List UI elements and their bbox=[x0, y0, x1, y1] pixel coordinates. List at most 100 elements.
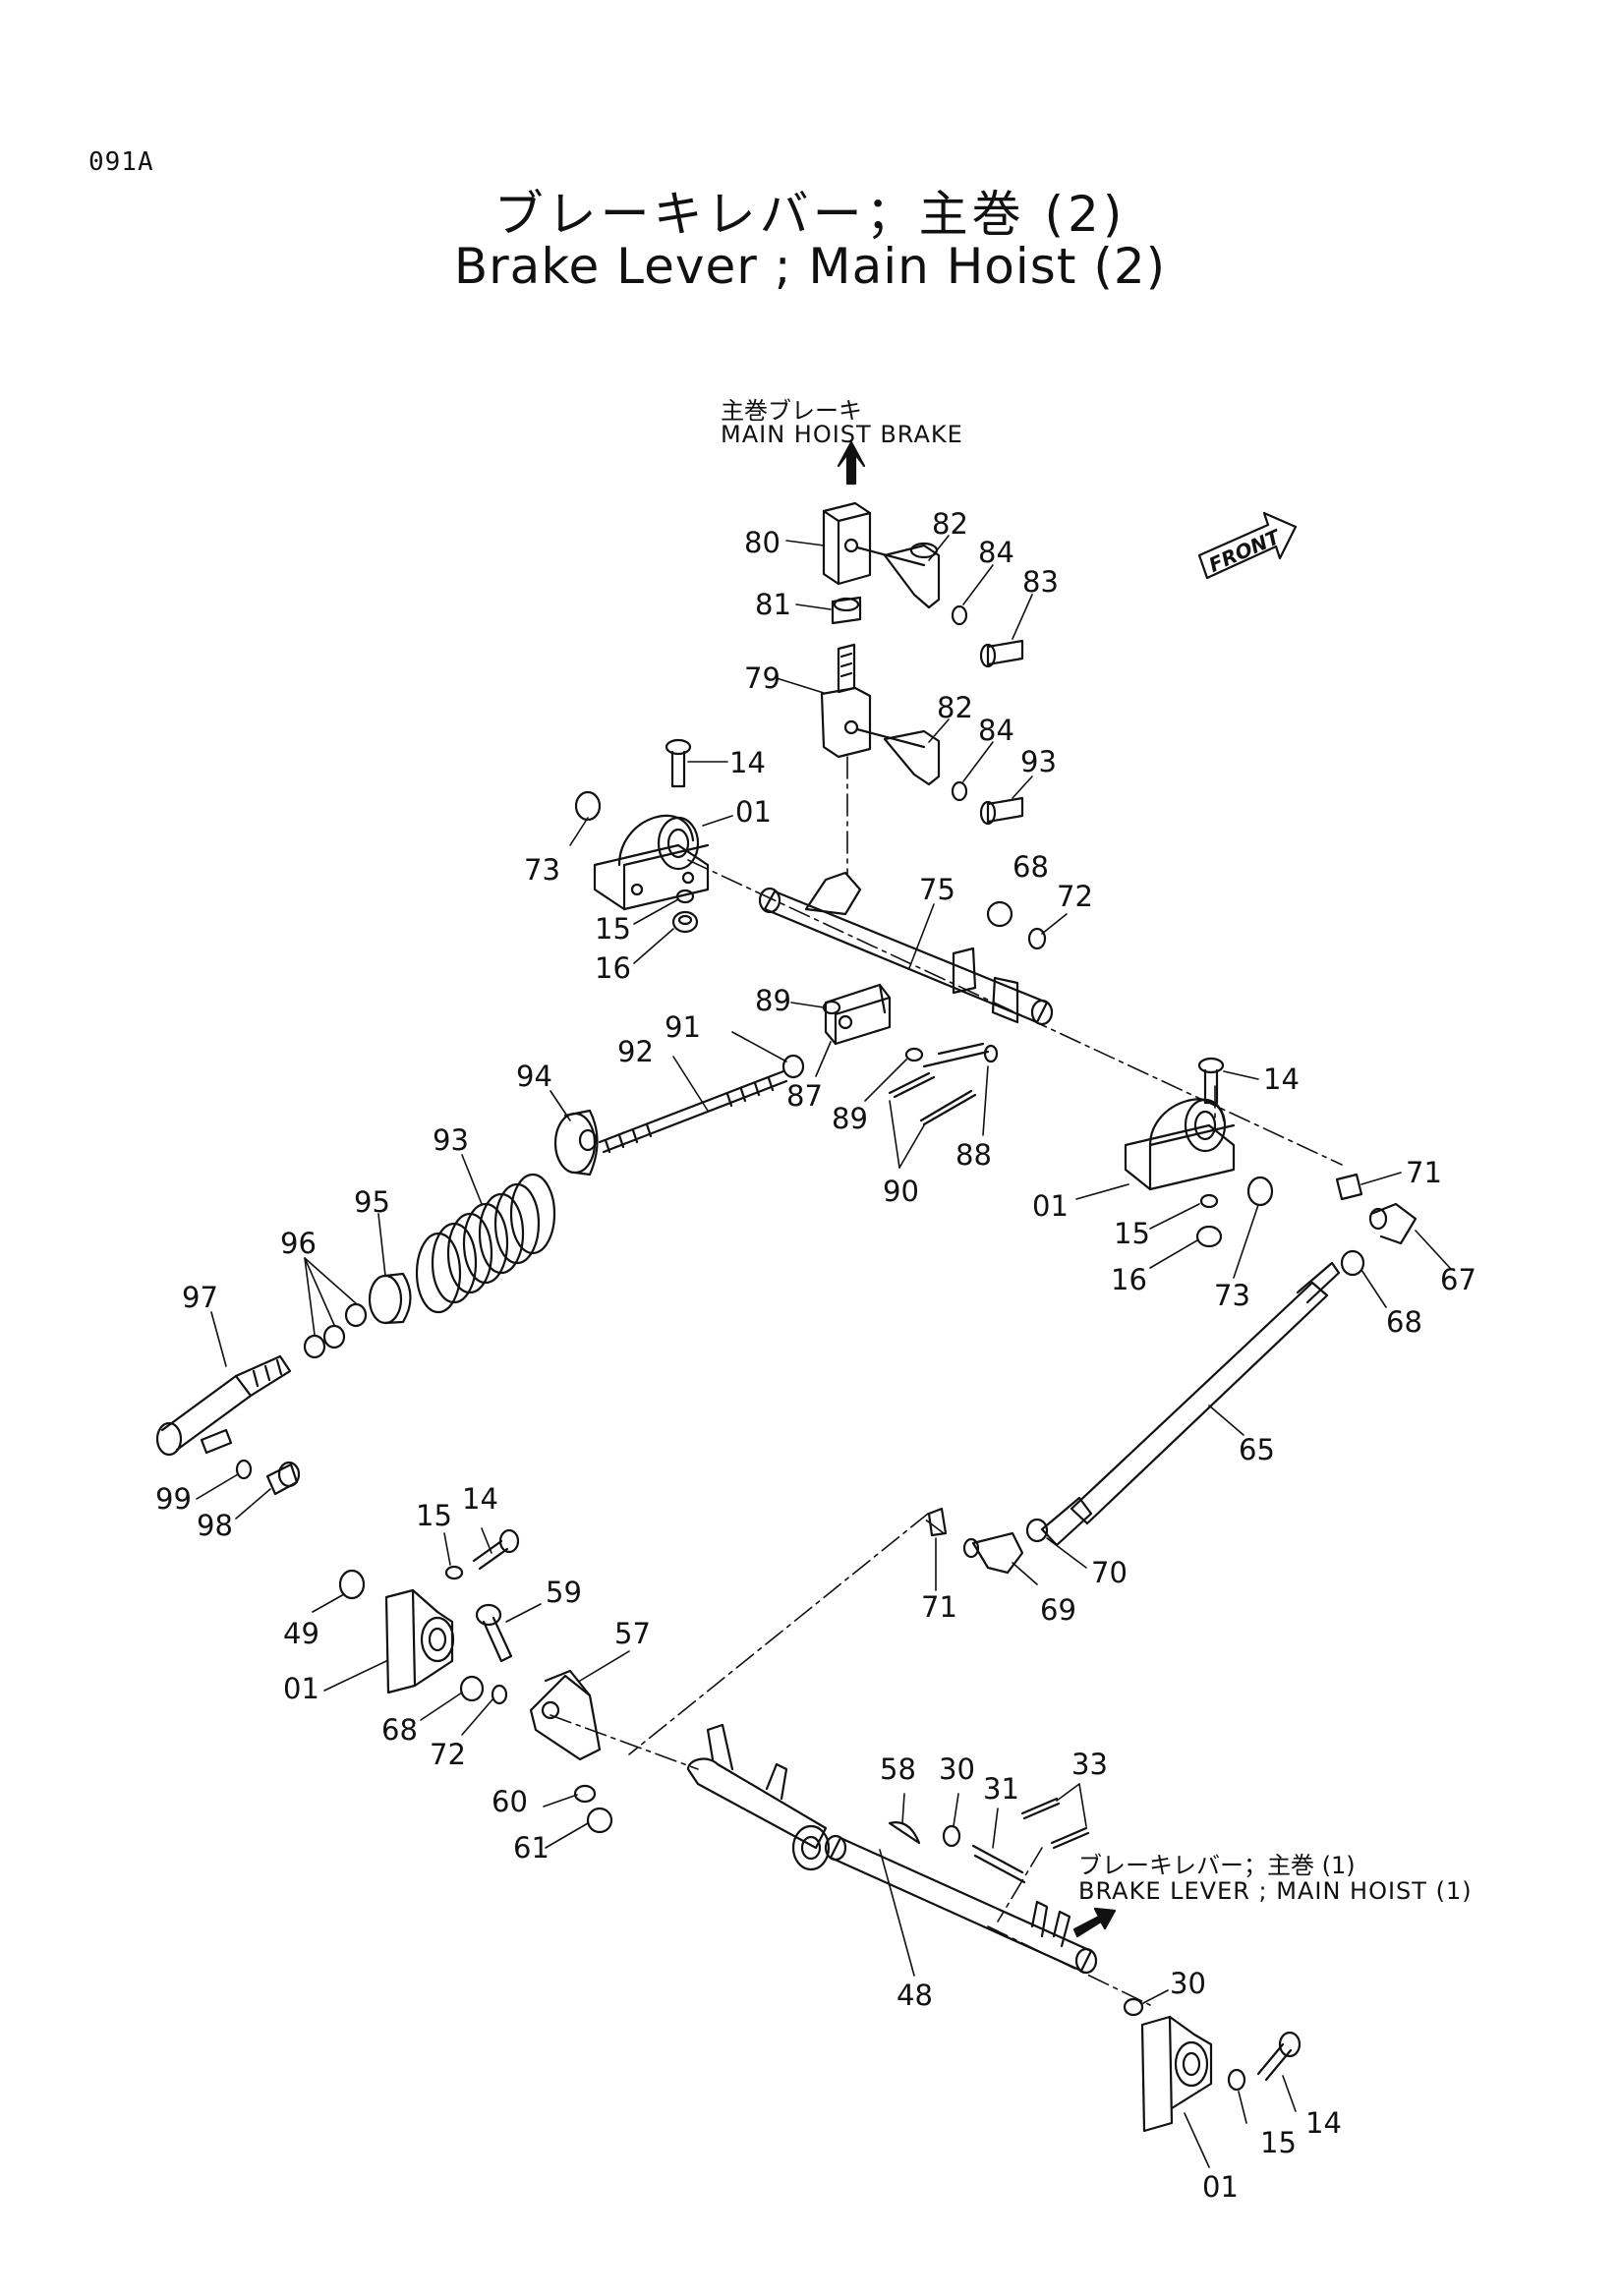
clevis-79 bbox=[820, 643, 926, 759]
snap-ring-84-upper bbox=[951, 604, 968, 626]
pin-31 bbox=[971, 1844, 1026, 1884]
spring-seat-87 bbox=[824, 983, 892, 1046]
washer-15-middle bbox=[1199, 1193, 1219, 1209]
bolt-59 bbox=[475, 1603, 513, 1663]
bolt-14-upper bbox=[665, 738, 692, 788]
callout-73: 73 bbox=[1214, 1279, 1250, 1312]
snap-ring-49 bbox=[338, 1569, 366, 1600]
pin-88 bbox=[922, 1042, 999, 1068]
bolt-14-bottom bbox=[1256, 2031, 1302, 2082]
ref-arrow-icon bbox=[1072, 1907, 1117, 1938]
nut-91 bbox=[781, 1054, 805, 1079]
callout-15: 15 bbox=[416, 1499, 452, 1532]
lever-57 bbox=[529, 1669, 602, 1761]
callout-16: 16 bbox=[595, 951, 631, 985]
assembly-lines bbox=[550, 756, 1343, 2006]
washer-30-lower bbox=[1123, 1997, 1144, 2017]
callout-60: 60 bbox=[492, 1785, 528, 1818]
washer-99 bbox=[235, 1459, 253, 1480]
rod-end-67 bbox=[1368, 1202, 1418, 1245]
snap-ring-73-middle bbox=[1246, 1176, 1274, 1207]
callout-71: 71 bbox=[1406, 1156, 1442, 1189]
callout-67: 67 bbox=[1440, 1263, 1476, 1296]
bolt-83 bbox=[979, 639, 1024, 668]
spring-seat-94 bbox=[553, 1109, 599, 1177]
callout-68: 68 bbox=[1386, 1305, 1422, 1339]
callout-92: 92 bbox=[617, 1035, 654, 1068]
spring-seat-95 bbox=[368, 1272, 412, 1325]
washer-89-lower bbox=[904, 1047, 924, 1062]
callout-33: 33 bbox=[1071, 1748, 1108, 1781]
callout-99: 99 bbox=[155, 1482, 192, 1516]
reference-label-jp: ブレーキレバー；主巻 (1) bbox=[1078, 1852, 1356, 1879]
callout-71: 71 bbox=[921, 1590, 957, 1624]
callout-83: 83 bbox=[1022, 565, 1059, 599]
title-japanese: ブレーキレバー；主巻 (2) bbox=[493, 186, 1127, 243]
washer-15-bottom bbox=[1227, 2068, 1246, 2092]
callout-93: 93 bbox=[433, 1123, 469, 1157]
callout-59: 59 bbox=[546, 1576, 582, 1609]
nut-68-middle bbox=[1340, 1249, 1365, 1277]
main-hoist-brake-label-en: MAIN HOIST BRAKE bbox=[721, 421, 963, 448]
callout-labels: 80 82 84 83 81 79 82 84 93 14 01 73 15 1… bbox=[155, 507, 1476, 2204]
bolt-98 bbox=[265, 1461, 301, 1496]
bearing-block-01-upper bbox=[593, 814, 710, 911]
nut-61 bbox=[586, 1807, 613, 1834]
callout-80: 80 bbox=[744, 526, 781, 559]
bolt-14-middle bbox=[1197, 1057, 1225, 1105]
front-arrow-icon bbox=[1197, 511, 1298, 580]
key-58 bbox=[888, 1821, 921, 1845]
bearing-block-01-middle bbox=[1124, 1098, 1236, 1191]
callout-88: 88 bbox=[955, 1138, 992, 1172]
callout-90: 90 bbox=[883, 1175, 919, 1208]
threaded-rod-92 bbox=[598, 1069, 788, 1154]
bolt-93 bbox=[979, 796, 1024, 826]
callout-69: 69 bbox=[1040, 1593, 1076, 1627]
nut-16-upper bbox=[671, 910, 699, 934]
callout-82: 82 bbox=[932, 507, 968, 541]
callout-72: 72 bbox=[1057, 880, 1093, 913]
pin-82-lower bbox=[883, 729, 941, 786]
rod-65 bbox=[1040, 1261, 1341, 1547]
washer-72-upper bbox=[1027, 927, 1047, 950]
main-hoist-brake-label-jp: 主巻ブレーキ bbox=[721, 397, 862, 425]
clip-71-lower bbox=[927, 1507, 948, 1537]
callout-61: 61 bbox=[513, 1831, 550, 1865]
callout-01: 01 bbox=[1202, 2170, 1239, 2204]
nut-70 bbox=[1025, 1518, 1049, 1543]
callout-15: 15 bbox=[595, 912, 631, 946]
shaft-75 bbox=[758, 871, 1054, 1026]
callout-89: 89 bbox=[755, 984, 791, 1017]
callout-82: 82 bbox=[937, 691, 973, 724]
washer-72-lower bbox=[491, 1684, 508, 1705]
callout-16: 16 bbox=[1111, 1263, 1147, 1296]
callout-84: 84 bbox=[978, 714, 1014, 747]
lever-48 bbox=[686, 1723, 1098, 1975]
callout-30: 30 bbox=[939, 1752, 975, 1786]
callout-68: 68 bbox=[1012, 850, 1049, 884]
title-english: Brake Lever ; Main Hoist (2) bbox=[453, 238, 1167, 295]
nuts-96 bbox=[303, 1302, 368, 1359]
callout-15: 15 bbox=[1260, 2126, 1297, 2159]
callout-73: 73 bbox=[524, 853, 560, 887]
reference-label-en: BRAKE LEVER ; MAIN HOIST (1) bbox=[1078, 1877, 1473, 1905]
cotter-pins-33 bbox=[1020, 1797, 1090, 1850]
pin-82-upper bbox=[883, 542, 941, 609]
callout-14: 14 bbox=[462, 1482, 498, 1516]
callout-75: 75 bbox=[919, 873, 955, 906]
callout-48: 48 bbox=[897, 1979, 933, 2012]
cotter-pins-90 bbox=[888, 1071, 977, 1126]
nut-68-lower bbox=[459, 1675, 485, 1702]
callout-79: 79 bbox=[744, 661, 781, 695]
callout-96: 96 bbox=[280, 1227, 317, 1260]
callout-84: 84 bbox=[978, 536, 1014, 569]
callout-94: 94 bbox=[516, 1060, 552, 1093]
rod-end-69 bbox=[962, 1531, 1024, 1575]
callout-14: 14 bbox=[1263, 1062, 1300, 1096]
leader-lines bbox=[196, 535, 1451, 2168]
callout-87: 87 bbox=[786, 1079, 823, 1113]
washer-15-upper bbox=[675, 889, 695, 904]
callout-65: 65 bbox=[1239, 1433, 1275, 1466]
callout-81: 81 bbox=[755, 588, 791, 621]
